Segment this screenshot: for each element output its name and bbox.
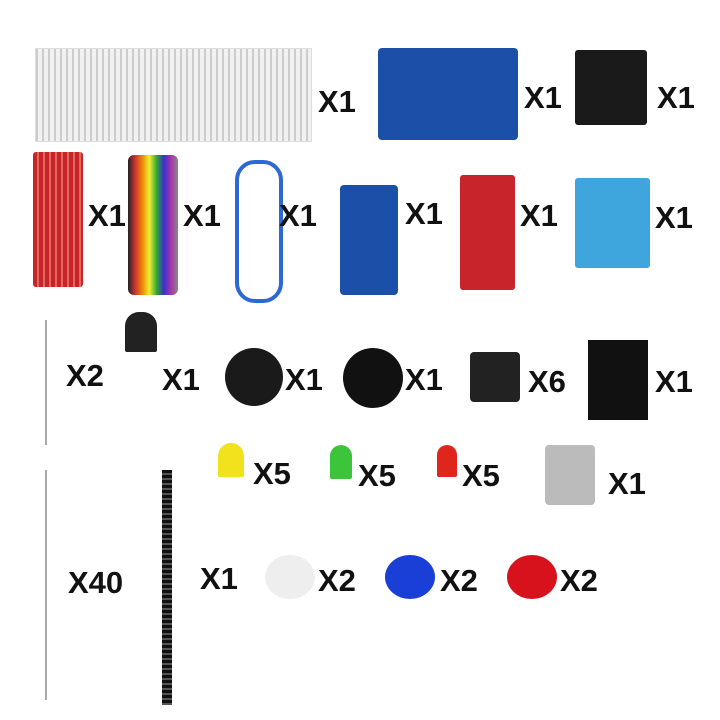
potentiometer xyxy=(545,445,595,505)
passive-buzzer xyxy=(343,348,403,408)
breadboard xyxy=(35,48,312,142)
qty-label: X5 xyxy=(358,458,396,493)
tact-switch xyxy=(470,352,520,402)
uno-board xyxy=(378,48,518,140)
qty-label: X2 xyxy=(560,563,598,598)
pin-header xyxy=(162,470,172,705)
qty-label: X1 xyxy=(162,362,200,397)
active-buzzer xyxy=(225,348,283,406)
qty-label: X6 xyxy=(528,364,566,399)
yellow-led xyxy=(218,443,244,477)
green-led xyxy=(330,445,352,479)
qty-label: X2 xyxy=(318,563,356,598)
qty-label: X1 xyxy=(285,362,323,397)
qty-label: X1 xyxy=(520,198,558,233)
qty-label: X1 xyxy=(655,364,693,399)
sound-sensor xyxy=(460,175,515,290)
ir-obstacle-sensor xyxy=(340,185,398,295)
qty-label: X5 xyxy=(253,456,291,491)
resistor xyxy=(45,470,47,700)
water-level-sensor xyxy=(33,152,83,287)
qty-label: X1 xyxy=(655,200,693,235)
qty-label: X1 xyxy=(405,362,443,397)
photoresistor xyxy=(45,320,47,445)
qty-label: X1 xyxy=(524,80,562,115)
qty-label: X40 xyxy=(68,565,124,600)
dht11-module xyxy=(575,178,650,268)
white-button-cap xyxy=(265,555,315,599)
temperature-sensor xyxy=(125,312,157,352)
qty-label: X1 xyxy=(88,198,126,233)
red-led xyxy=(437,445,457,477)
red-button-cap xyxy=(507,555,557,599)
qty-label: X2 xyxy=(66,358,104,393)
qty-label: X1 xyxy=(405,196,443,231)
qty-label: X1 xyxy=(608,466,646,501)
usb-cable xyxy=(235,160,283,303)
rgb-led-module xyxy=(575,50,647,125)
blue-button-cap xyxy=(385,555,435,599)
qty-label: X1 xyxy=(657,80,695,115)
qty-label: X5 xyxy=(462,458,500,493)
qty-label: X1 xyxy=(183,198,221,233)
qty-label: X1 xyxy=(279,198,317,233)
qty-label: X1 xyxy=(318,84,356,119)
jumper-wires xyxy=(128,155,178,295)
seven-segment-display xyxy=(588,340,648,420)
qty-label: X1 xyxy=(200,561,238,596)
qty-label: X2 xyxy=(440,563,478,598)
